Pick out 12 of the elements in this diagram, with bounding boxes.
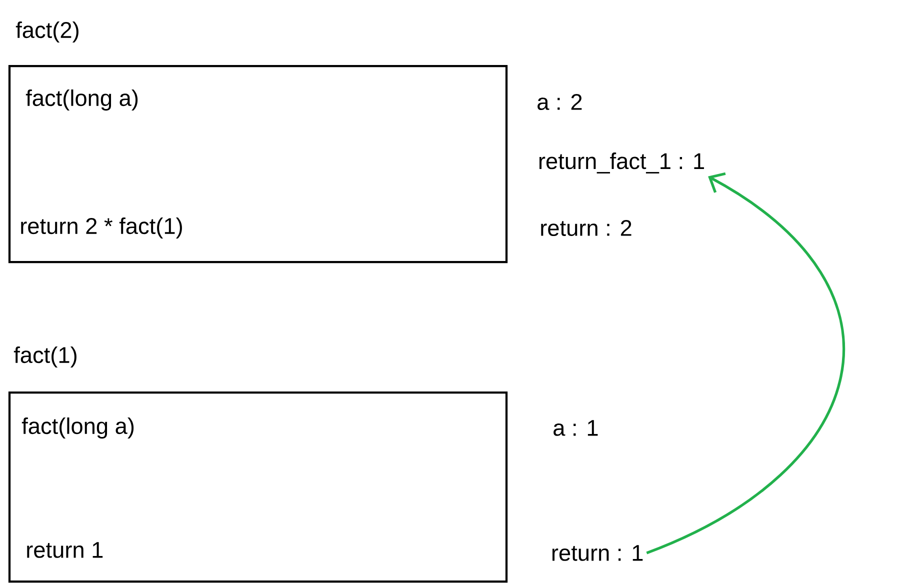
value-text: a : 1 — [554, 420, 598, 436]
curved-arrow — [646, 172, 845, 554]
value-text: a : 2 — [538, 94, 582, 110]
value-text: return : 1 — [552, 545, 643, 561]
frame-heading: fact(2) — [16, 21, 78, 43]
code-line: fact(long a) — [26, 89, 138, 111]
value-text: return_fact_1 : 1 — [539, 152, 704, 174]
code-line: fact(long a) — [22, 417, 134, 439]
code-line: return 2 * fact(1) — [21, 217, 182, 239]
frame-heading: fact(1) — [14, 346, 76, 368]
code-line: return 1 — [27, 542, 103, 558]
value-text: return : 2 — [541, 220, 632, 236]
